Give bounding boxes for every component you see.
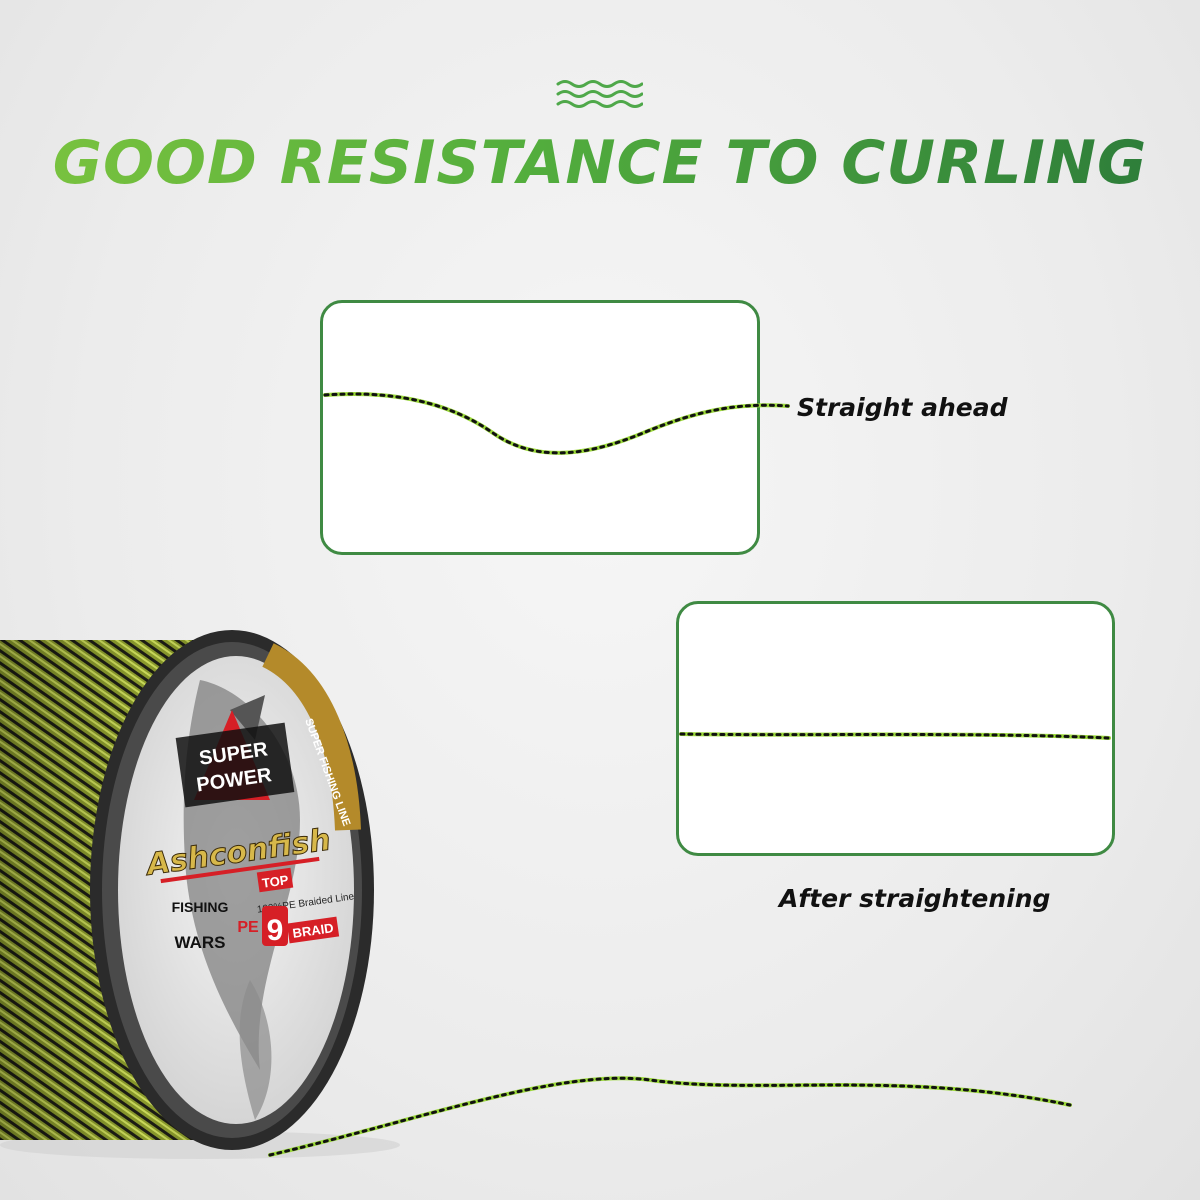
- pe-label: PE: [237, 919, 259, 936]
- left-line-2: WARS: [175, 933, 226, 952]
- straightened-line-panel: [676, 601, 1115, 856]
- curled-line-panel: [320, 300, 790, 555]
- top-tag: TOP: [261, 872, 290, 891]
- braid-label: BRAID: [292, 920, 335, 941]
- straight-ahead-caption: Straight ahead: [797, 393, 1008, 422]
- wave-lines-icon: [556, 80, 643, 108]
- fishing-line-spool: SUPER POWER SUPER FISHING LINE Ashconfis…: [0, 630, 1072, 1159]
- after-straightening-caption: After straightening: [779, 884, 1051, 913]
- left-line-1: FISHING: [172, 899, 229, 915]
- page-headline: GOOD RESISTANCE TO CURLING: [0, 128, 1200, 198]
- straight-fishing-line: [679, 732, 1111, 740]
- curved-fishing-line: [323, 392, 790, 455]
- braid-number: 9: [267, 914, 284, 947]
